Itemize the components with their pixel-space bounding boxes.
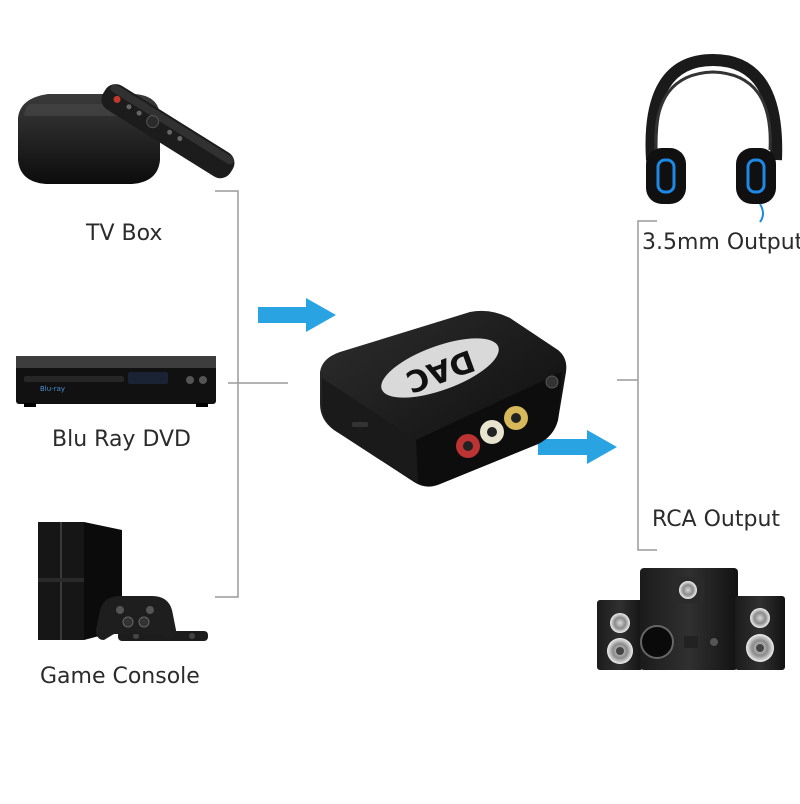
source-label-game-console: Game Console [40,664,200,689]
source-connector-bracket [215,190,288,598]
dac-converter-icon: DAC [320,310,567,487]
tv-box-icon [18,84,235,184]
bluray-player-icon: Blu-ray [16,356,216,407]
svg-text:Blu-ray: Blu-ray [40,385,65,393]
source-label-tv-box: TV Box [86,221,163,246]
output-arrow-icon [538,430,617,464]
output-label-3-5mm: 3.5mm Output [642,230,800,255]
speakers-icon [597,568,785,670]
headphones-icon [645,53,783,223]
input-arrow-icon [258,298,336,332]
source-label-bluray-dvd: Blu Ray DVD [52,427,191,452]
game-console-icon [38,522,208,641]
output-label-rca: RCA Output [652,507,781,532]
output-connector-bracket [617,220,657,551]
